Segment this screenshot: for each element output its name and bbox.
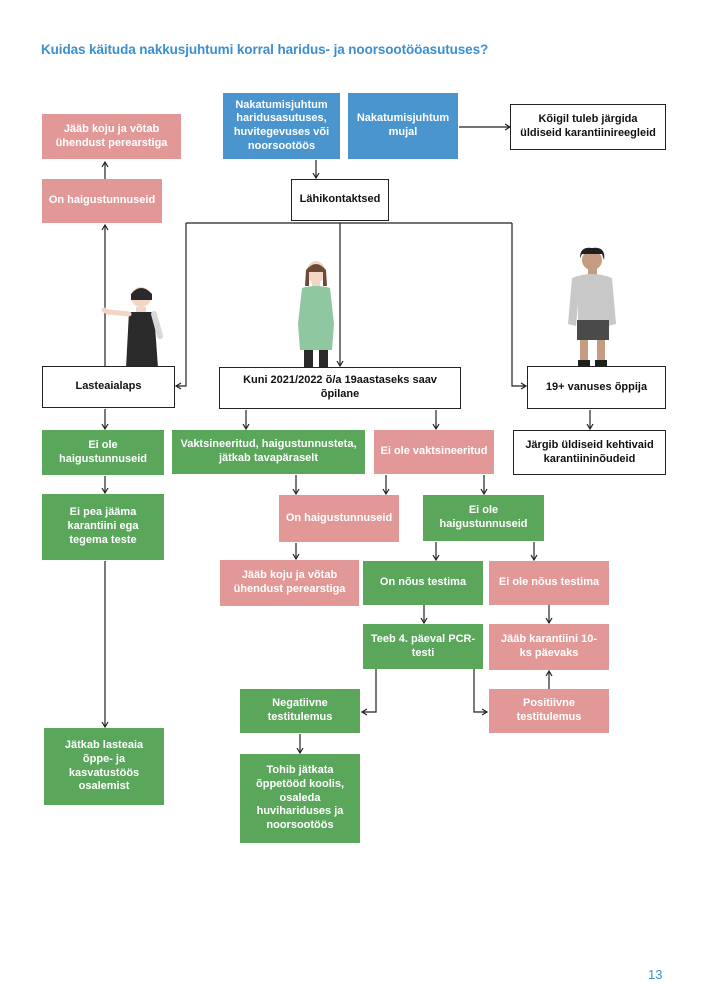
vaccinated-box: Vaktsineeritud, haigustunnusteta, jätkab… xyxy=(172,430,365,474)
kindergarten-child-box: Lasteaialaps xyxy=(42,366,175,408)
teen-figure xyxy=(298,261,334,368)
st-stays-home-box: Jääb koju ja võtab ühendust perearstiga xyxy=(220,560,359,606)
page-number: 13 xyxy=(648,967,663,982)
kg-has-symptoms-box: On haigustunnuseid xyxy=(42,179,162,223)
negative-result-box: Negatiivne testitulemus xyxy=(240,689,360,733)
adult-figure xyxy=(568,247,616,366)
kg-no-symptoms-box: Ei ole haigustunnuseid xyxy=(42,430,164,475)
page-title: Kuidas käituda nakkusjuhtumi korral hari… xyxy=(41,42,489,57)
close-contacts-box: Lähikontaktsed xyxy=(291,179,389,221)
kg-no-quarantine-box: Ei pea jääma karantiini ega tegema teste xyxy=(42,494,164,560)
not-vaccinated-box: Ei ole vaktsineeritud xyxy=(374,430,494,474)
st-no-symptoms-box: Ei ole haigustunnuseid xyxy=(423,495,544,541)
student-box: Kuni 2021/2022 õ/a 19aastaseks saav õpil… xyxy=(219,367,461,409)
adult-learner-box: 19+ vanuses õppija xyxy=(527,366,666,409)
kg-stays-home-box: Jääb koju ja võtab ühendust perearstiga xyxy=(42,114,181,159)
child-figure xyxy=(101,287,163,401)
quarantine-10-box: Jääb karantiini 10-ks päevaks xyxy=(489,624,609,670)
may-continue-box: Tohib jätkata õppetööd koolis, osaleda h… xyxy=(240,754,360,843)
general-quarantine-box: Kõigil tuleb järgida üldiseid karantiini… xyxy=(510,104,666,150)
st-has-symptoms-box: On haigustunnuseid xyxy=(279,495,399,542)
incident-elsewhere-box: Nakatumisjuhtum mujal xyxy=(348,93,458,159)
positive-result-box: Positiivne testitulemus xyxy=(489,689,609,733)
refuses-test-box: Ei ole nõus testima xyxy=(489,561,609,605)
incident-edu-box: Nakatumisjuhtum haridusasutuses, huviteg… xyxy=(223,93,340,159)
agrees-test-box: On nõus testima xyxy=(363,561,483,605)
pcr-test-box: Teeb 4. päeval PCR-testi xyxy=(363,624,483,669)
adult-follows-rules-box: Järgib üldiseid kehtivaid karantiininõud… xyxy=(513,430,666,475)
kg-continues-box: Jätkab lasteaia õppe- ja kasvatustöös os… xyxy=(44,728,164,805)
